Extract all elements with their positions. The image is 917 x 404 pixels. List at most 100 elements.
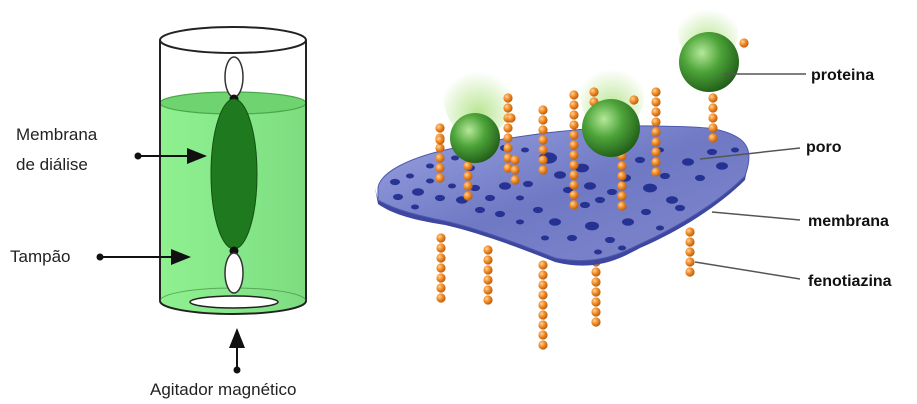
phenothiazine-bead: [685, 267, 694, 276]
phenothiazine-bead: [569, 170, 578, 179]
phenothiazine-bead: [538, 320, 547, 329]
phenothiazine-bead: [569, 200, 578, 209]
phenothiazine-bead: [483, 295, 492, 304]
pore: [584, 182, 596, 189]
pore: [406, 174, 414, 179]
phenothiazine-bead: [463, 181, 472, 190]
phenothiazine-bead: [617, 181, 626, 190]
phenothiazine-bead: [483, 255, 492, 264]
phenothiazine-bead: [569, 90, 578, 99]
pore: [448, 184, 456, 189]
pore: [594, 250, 602, 255]
pore: [695, 175, 705, 181]
protein-sphere: [582, 99, 640, 157]
phenothiazine-bead: [435, 173, 444, 182]
pore: [580, 202, 590, 208]
pore-label: poro: [806, 139, 842, 156]
pore: [707, 149, 717, 155]
protein-sphere: [679, 32, 739, 92]
phenothiazine-bead: [651, 117, 660, 126]
pore: [567, 235, 577, 241]
phenothiazine-bead: [708, 113, 717, 122]
phenothiazine-bead: [651, 127, 660, 136]
phenothiazine-bead: [569, 140, 578, 149]
phenothiazine-bead: [708, 103, 717, 112]
phenothiazine-bead: [538, 300, 547, 309]
phenothiazine-bead: [629, 95, 638, 104]
phenothiazine-bead: [538, 280, 547, 289]
phenothiazine-leader-line: [695, 262, 800, 279]
phenothiazine-bead: [463, 171, 472, 180]
phenothiazine-bead: [436, 293, 445, 302]
pore: [660, 173, 670, 179]
phenothiazine-bead: [651, 157, 660, 166]
phenothiazine-bead: [651, 107, 660, 116]
phenothiazine-bead: [617, 191, 626, 200]
phenothiazine-bead: [538, 115, 547, 124]
phenothiazine-bead: [463, 161, 472, 170]
phenothiazine-bead: [538, 340, 547, 349]
phenothiazine-bead: [685, 247, 694, 256]
pore: [635, 157, 645, 163]
pore: [605, 237, 615, 243]
phenothiazine-bead: [617, 161, 626, 170]
stirrer-label: Agitador magnético: [150, 380, 296, 399]
phenothiazine-bead: [435, 123, 444, 132]
phenothiazine-bead: [510, 175, 519, 184]
pore: [554, 171, 566, 178]
phenothiazine-bead: [651, 147, 660, 156]
phenothiazine-bead: [591, 317, 600, 326]
phenothiazine-bead: [503, 103, 512, 112]
phenothiazine-bead: [503, 123, 512, 132]
phenothiazine-bead: [651, 167, 660, 176]
pore: [412, 188, 424, 195]
pore: [411, 205, 419, 210]
phenothiazine-bead: [435, 153, 444, 162]
phenothiazine-bead: [569, 100, 578, 109]
phenothiazine-bead: [435, 135, 444, 144]
phenothiazine-label: fenotiazina: [808, 273, 892, 290]
pore: [618, 246, 626, 251]
phenothiazine-bead: [569, 130, 578, 139]
phenothiazine-bead: [685, 237, 694, 246]
pore: [607, 189, 617, 195]
phenothiazine-bead: [569, 190, 578, 199]
phenothiazine-bead: [739, 38, 748, 47]
phenothiazine-bead: [436, 283, 445, 292]
pore: [656, 226, 664, 231]
top-clip-icon: [225, 57, 243, 97]
phenothiazine-bead: [569, 160, 578, 169]
phenothiazine-bead: [435, 143, 444, 152]
phenothiazine-bead: [483, 265, 492, 274]
phenothiazine-bead: [506, 113, 515, 122]
phenothiazine-bead: [617, 171, 626, 180]
pore: [549, 218, 561, 225]
phenothiazine-bead: [651, 137, 660, 146]
stir-bar-icon: [190, 296, 278, 308]
pore: [682, 158, 694, 165]
phenothiazine-bead: [591, 267, 600, 276]
phenothiazine-bead: [591, 287, 600, 296]
phenothiazine-bead: [483, 285, 492, 294]
phenothiazine-bead: [569, 110, 578, 119]
phenothiazine-bead: [569, 150, 578, 159]
pore: [595, 197, 605, 203]
phenothiazine-bead: [685, 257, 694, 266]
phenothiazine-bead: [436, 243, 445, 252]
pore: [731, 148, 739, 153]
phenothiazine-bead: [436, 233, 445, 242]
phenothiazine-bead: [651, 97, 660, 106]
phenothiazine-bead: [708, 133, 717, 142]
phenothiazine-bead: [510, 155, 519, 164]
pore: [585, 222, 599, 231]
phenothiazine-bead: [651, 87, 660, 96]
pore: [499, 182, 511, 189]
buffer-label: Tampão: [10, 247, 70, 266]
pore: [426, 179, 434, 184]
phenothiazine-bead: [538, 145, 547, 154]
dialysis-membrane: [211, 99, 257, 249]
pore: [390, 179, 400, 185]
pore: [643, 184, 657, 193]
phenothiazine-bead: [538, 105, 547, 114]
phenothiazine-bead: [538, 310, 547, 319]
